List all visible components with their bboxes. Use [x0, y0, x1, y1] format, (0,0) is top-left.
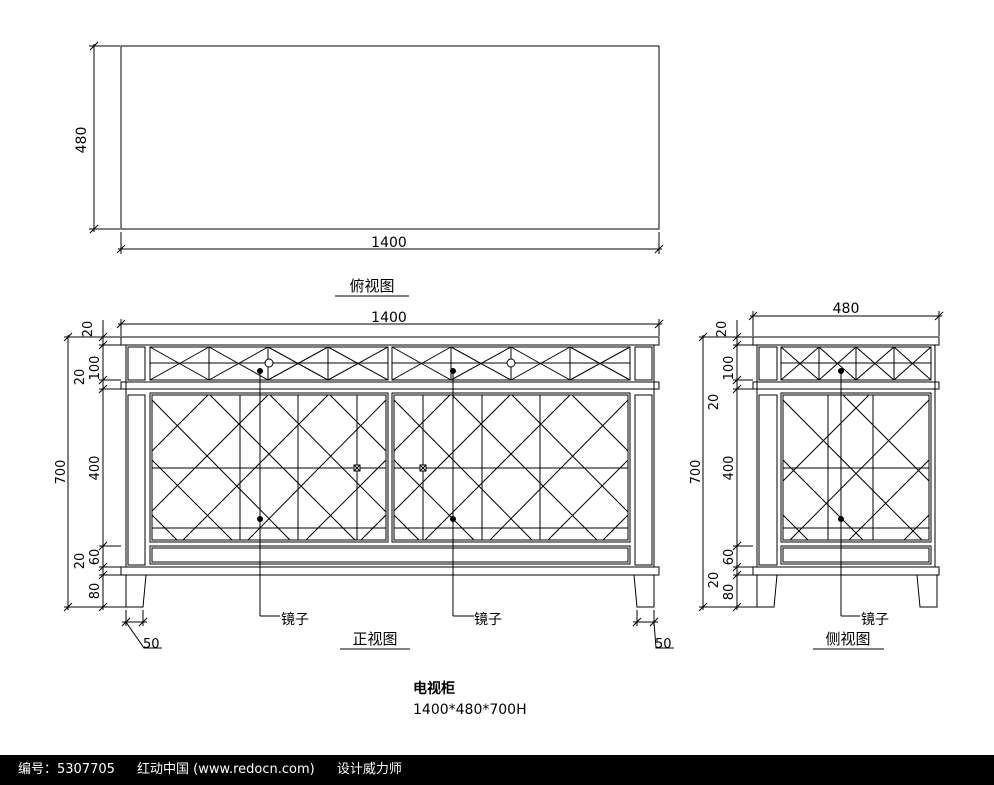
side-dim-20-mid: 20: [707, 394, 722, 411]
front-dim-20-top: 20: [81, 321, 96, 338]
caption-name: 电视柜: [413, 680, 455, 697]
side-dim-60: 60: [722, 549, 737, 566]
side-dim-20-low: 20: [707, 572, 722, 589]
front-leg-right-label: 50: [655, 637, 672, 652]
front-bottom-panel: [149, 545, 631, 565]
top-view-title: 俯视图: [349, 277, 394, 295]
front-view-width-label: 1400: [371, 310, 407, 326]
front-top-slab: [120, 336, 660, 346]
top-view-depth-label: 480: [74, 127, 90, 154]
front-callout-left: 镜子: [281, 612, 309, 628]
side-dim-400: 400: [722, 456, 737, 481]
side-view-title: 侧视图: [825, 630, 870, 648]
front-middle-rail: [120, 381, 660, 390]
front-leg-right: [633, 574, 655, 608]
side-dim-20-top: 20: [715, 321, 730, 338]
top-view-width-label: 1400: [371, 235, 407, 251]
front-dim-700: 700: [54, 460, 69, 485]
footer-id: 编号：5307705: [18, 762, 115, 777]
front-callout-right: 镜子: [474, 612, 502, 628]
front-dim-20-low: 20: [73, 553, 88, 570]
front-leg-left: [125, 574, 147, 608]
front-view-title: 正视图: [352, 630, 397, 648]
front-base-rail: [120, 566, 660, 576]
side-dim-80: 80: [722, 584, 737, 601]
side-top-slab: [752, 336, 940, 346]
side-dim-700: 700: [689, 460, 704, 485]
side-leg-right: [916, 574, 938, 608]
front-view: [63, 319, 674, 650]
footer-author: 设计威力师: [336, 762, 402, 777]
front-door-right: [391, 392, 631, 543]
top-view-outline: [120, 45, 660, 230]
side-dim-100: 100: [722, 356, 737, 381]
footer-site: 红动中国 (www.redocn.com): [137, 762, 315, 777]
side-view: [698, 311, 944, 650]
top-view: [89, 41, 664, 297]
front-dim-100: 100: [88, 356, 103, 381]
front-dim-20-mid: 20: [73, 369, 88, 386]
footer-bar: 编号：5307705 红动中国 (www.redocn.com) 设计威力师: [0, 755, 994, 785]
side-leg-left: [756, 574, 778, 608]
side-panel: [780, 392, 932, 543]
front-dim-400: 400: [88, 456, 103, 481]
front-door-left: [149, 392, 389, 543]
front-dim-80: 80: [88, 583, 103, 600]
side-callout: 镜子: [861, 612, 889, 628]
side-view-width-label: 480: [833, 301, 860, 317]
front-dim-60: 60: [88, 549, 103, 566]
front-leg-left-label: 50: [143, 637, 160, 652]
caption-size: 1400*480*700H: [413, 702, 527, 718]
